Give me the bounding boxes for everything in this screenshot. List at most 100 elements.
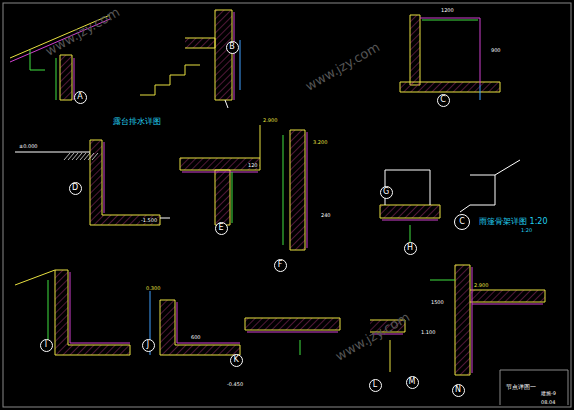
section-stroke <box>472 304 543 305</box>
marker-letter: C <box>440 96 446 104</box>
detail-marker: M <box>406 376 419 389</box>
section-stroke <box>307 132 308 248</box>
section-stroke <box>247 332 338 333</box>
section-stroke <box>380 205 440 218</box>
detail-marker: E <box>215 222 228 235</box>
detail-marker: K <box>230 354 243 367</box>
section-stroke <box>70 272 130 343</box>
sheet-title: 节点详图一 <box>505 384 537 390</box>
section-stroke <box>245 318 340 330</box>
wall-sections <box>55 10 545 375</box>
marker-letter: H <box>407 244 413 252</box>
dimension: 600 <box>190 335 202 340</box>
section-stroke <box>500 370 501 405</box>
section-stroke <box>240 40 241 90</box>
marker-letter: F <box>278 261 283 269</box>
watermark: www.jzy.com <box>302 40 382 94</box>
detail-marker: F <box>274 259 287 272</box>
detail-marker: G <box>380 186 393 199</box>
detail-lines <box>10 12 568 405</box>
section-stroke <box>495 160 520 175</box>
detail-marker: H <box>404 242 417 255</box>
section-stroke <box>30 50 45 70</box>
detail-marker: N <box>452 384 465 397</box>
section-stroke <box>260 125 261 158</box>
marker-letter: A <box>77 93 82 101</box>
marker-letter: L <box>373 381 377 389</box>
dimension: 240 <box>320 213 332 218</box>
marker-letter: C <box>459 218 465 226</box>
drawing-title: 雨篷骨架详图 1:20 <box>478 218 549 226</box>
marker-letter: M <box>409 378 416 386</box>
section-stroke <box>64 153 70 160</box>
elevation: ±0.000 <box>18 144 39 149</box>
section-stroke <box>470 175 495 205</box>
section-stroke <box>56 58 57 100</box>
section-stroke <box>182 172 258 173</box>
sheet-frame <box>3 3 571 407</box>
section-stroke <box>420 18 480 85</box>
section-stroke <box>140 65 200 95</box>
marker-letter: K <box>233 356 238 364</box>
detail-marker: B <box>226 41 239 54</box>
elevation: -0.450 <box>226 382 244 387</box>
detail-marker: C <box>454 214 470 230</box>
section-stroke <box>382 220 438 221</box>
detail-marker: J <box>142 339 155 352</box>
watermark: www.jzy.com <box>42 5 122 59</box>
section-stroke <box>232 172 233 223</box>
dimension: 900 <box>490 48 502 53</box>
section-stroke <box>430 280 455 281</box>
section-stroke <box>15 152 90 153</box>
section-stroke <box>300 340 301 355</box>
section-stroke <box>225 100 228 108</box>
dimension: 1500 <box>430 300 445 305</box>
elevation: 2.900 <box>262 118 278 123</box>
marker-letter: I <box>45 341 47 349</box>
elevation: 0.300 <box>145 286 161 291</box>
marker-letter: B <box>229 43 235 51</box>
section-stroke <box>215 170 230 225</box>
elevation: 1.100 <box>420 330 436 335</box>
section-stroke <box>177 302 240 343</box>
section-stroke <box>480 85 481 100</box>
marker-letter: G <box>383 188 389 196</box>
sheet-number: 建施-9 <box>540 391 557 396</box>
section-stroke <box>55 270 130 355</box>
section-stroke <box>160 218 170 219</box>
section-stroke <box>180 158 260 170</box>
section-stroke <box>410 15 420 85</box>
detail-marker: L <box>369 379 382 392</box>
section-stroke <box>422 20 478 21</box>
scale: 1:20 <box>520 228 533 233</box>
section-stroke <box>390 340 391 372</box>
watermark: www.jzy.com <box>332 310 412 364</box>
section-stroke <box>160 300 240 355</box>
section-stroke <box>500 370 568 405</box>
detail-marker: A <box>74 91 87 104</box>
section-stroke <box>470 290 545 302</box>
detail-marker: D <box>69 182 82 195</box>
section-stroke <box>460 205 470 212</box>
section-stroke <box>215 10 232 100</box>
dimension: 1200 <box>440 8 455 13</box>
section-stroke <box>234 12 235 100</box>
section-stroke <box>104 142 105 213</box>
section-stroke <box>60 55 72 100</box>
section-stroke <box>15 270 55 285</box>
section-stroke <box>290 130 305 250</box>
section-stroke <box>283 135 284 245</box>
section-stroke <box>455 265 470 375</box>
marker-letter: N <box>455 386 461 394</box>
detail-marker: I <box>40 339 53 352</box>
section-stroke <box>400 82 500 92</box>
marker-letter: J <box>147 341 149 349</box>
section-stroke <box>90 140 160 225</box>
elevation: -1.500 <box>140 218 158 223</box>
section-stroke <box>385 170 430 171</box>
detail-marker: C <box>437 94 450 107</box>
section-stroke <box>185 38 215 48</box>
marker-letter: D <box>72 184 78 192</box>
